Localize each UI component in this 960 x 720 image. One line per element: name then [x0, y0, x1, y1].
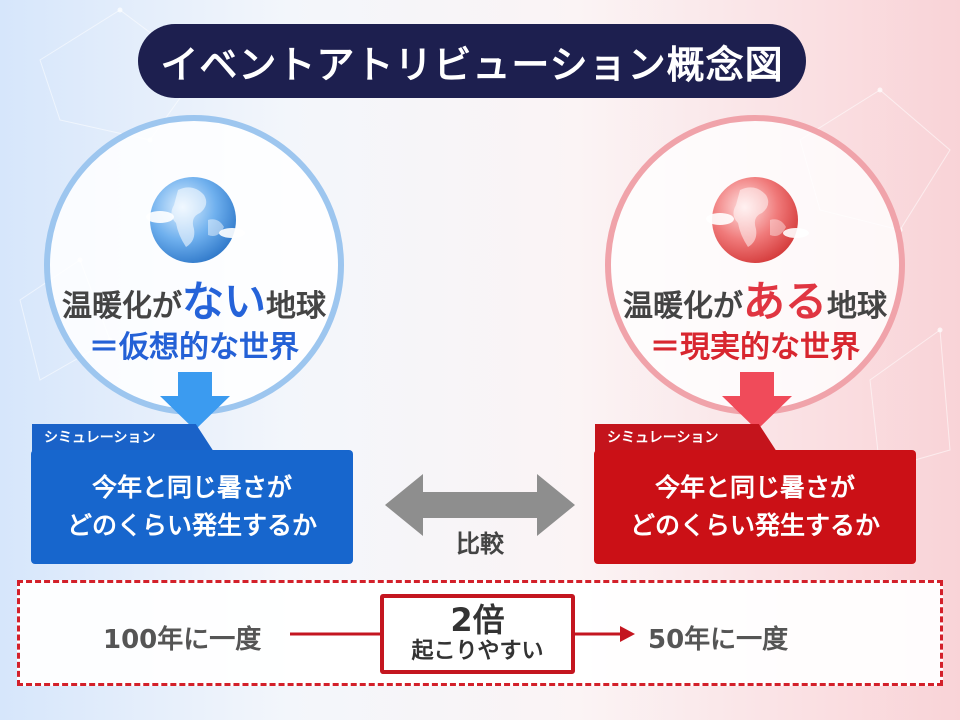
right-heading-post: 地球 — [827, 289, 887, 324]
left-heading-post: 地球 — [266, 289, 326, 324]
left-frequency: 100年に一度 — [103, 625, 262, 655]
right-simulation-line1: 今年と同じ暑さが — [654, 473, 855, 502]
compare-label: 比較 — [456, 530, 504, 558]
result-description: 起こりやすい — [411, 639, 544, 664]
left-heading-emphasis: ない — [181, 277, 266, 326]
left-simulation-box: 今年と同じ暑さが どのくらい発生するか — [31, 450, 353, 564]
result-multiplier: 2倍 — [450, 601, 505, 639]
left-simulation-tag: シミュレーション — [32, 424, 214, 452]
compare-double-arrow — [385, 474, 575, 536]
right-heading-emphasis: ある — [742, 277, 827, 326]
left-down-arrow — [160, 372, 230, 430]
left-heading: 温暖化がない地球 — [24, 268, 364, 329]
right-simulation-tag: シミュレーション — [595, 424, 777, 452]
right-heading: 温暖化がある地球 — [585, 268, 925, 329]
right-frequency: 50年に一度 — [648, 625, 789, 655]
right-simulation-line2: どのくらい発生するか — [629, 511, 880, 540]
globe-icon — [146, 177, 245, 263]
with-warming-earth-circle — [605, 115, 905, 415]
right-subheading: ＝現実的な世界 — [650, 330, 860, 365]
right-heading-pre: 温暖化が — [622, 289, 743, 324]
page-title: イベントアトリビューション概念図 — [138, 24, 806, 98]
left-simulation-line1: 今年と同じ暑さが — [91, 473, 292, 502]
right-simulation-box: 今年と同じ暑さが どのくらい発生するか — [594, 450, 916, 564]
left-subheading: ＝仮想的な世界 — [89, 330, 299, 365]
right-down-arrow — [722, 372, 792, 430]
left-heading-pre: 温暖化が — [61, 289, 182, 324]
result-box: 2倍 起こりやすい — [380, 594, 575, 674]
left-simulation-line2: どのくらい発生するか — [66, 511, 317, 540]
globe-icon — [706, 177, 809, 263]
